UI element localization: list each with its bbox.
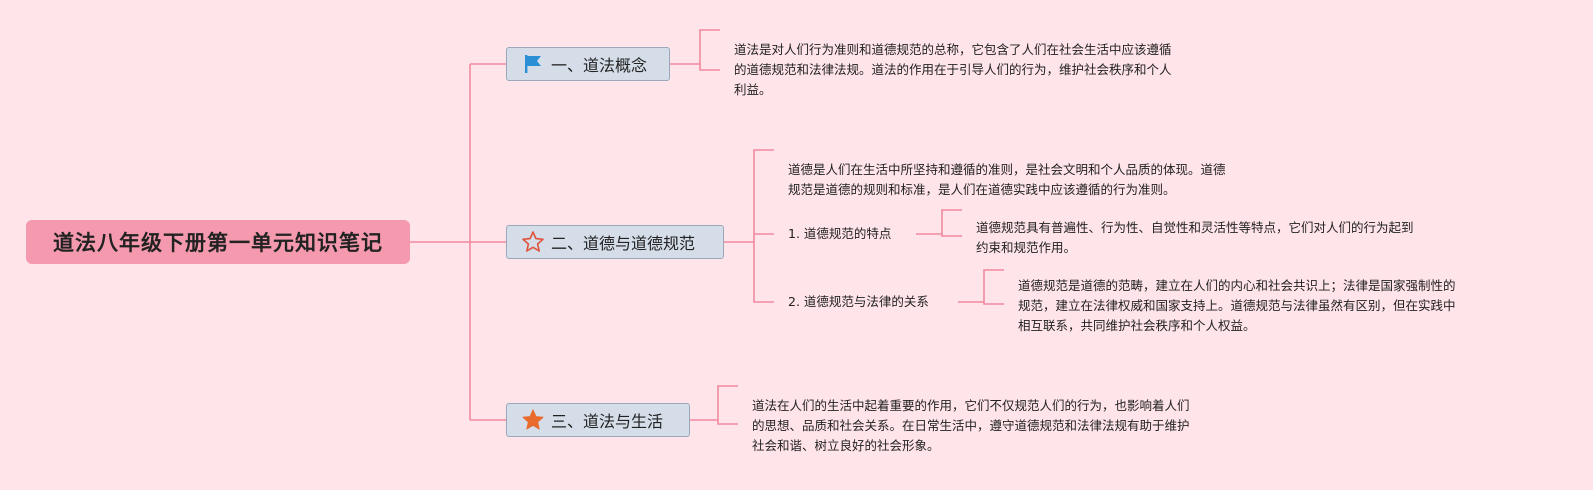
branch-morality-text: 道德是人们在生活中所坚持和遵循的准则，是社会文明和个人品质的体现。道德 规范是道… xyxy=(788,162,1226,197)
branch-label: 一、道法概念 xyxy=(551,56,648,75)
branch-life[interactable]: 三、道法与生活 xyxy=(506,403,690,437)
root-title: 道法八年级下册第一单元知识笔记 xyxy=(53,231,383,255)
sub-topic-characteristics-text: 道德规范具有普遍性、行为性、自觉性和灵活性等特点，它们对人们的行为起到 约束和规… xyxy=(976,220,1414,255)
branch-morality[interactable]: 二、道德与道德规范 xyxy=(506,225,724,259)
sub-topic-characteristics[interactable]: 1. 道德规范的特点 xyxy=(788,226,892,241)
star-filled-icon xyxy=(521,408,545,432)
flag-icon xyxy=(521,52,545,76)
root-topic[interactable]: 道法八年级下册第一单元知识笔记 xyxy=(26,220,410,264)
branch-label: 二、道德与道德规范 xyxy=(551,234,696,253)
sub-topic-law-relation[interactable]: 2. 道德规范与法律的关系 xyxy=(788,294,929,309)
branch-concept[interactable]: 一、道法概念 xyxy=(506,47,670,81)
star-outline-icon xyxy=(521,230,545,254)
branch-label: 三、道法与生活 xyxy=(551,412,664,431)
branch-life-text: 道法在人们的生活中起着重要的作用，它们不仅规范人们的行为，也影响着人们 的思想、… xyxy=(752,398,1190,453)
sub-topic-law-relation-text: 道德规范是道德的范畴，建立在人们的内心和社会共识上；法律是国家强制性的 规范，建… xyxy=(1018,278,1456,333)
branch-concept-text: 道法是对人们行为准则和道德规范的总称，它包含了人们在社会生活中应该遵循 的道德规… xyxy=(734,42,1172,97)
